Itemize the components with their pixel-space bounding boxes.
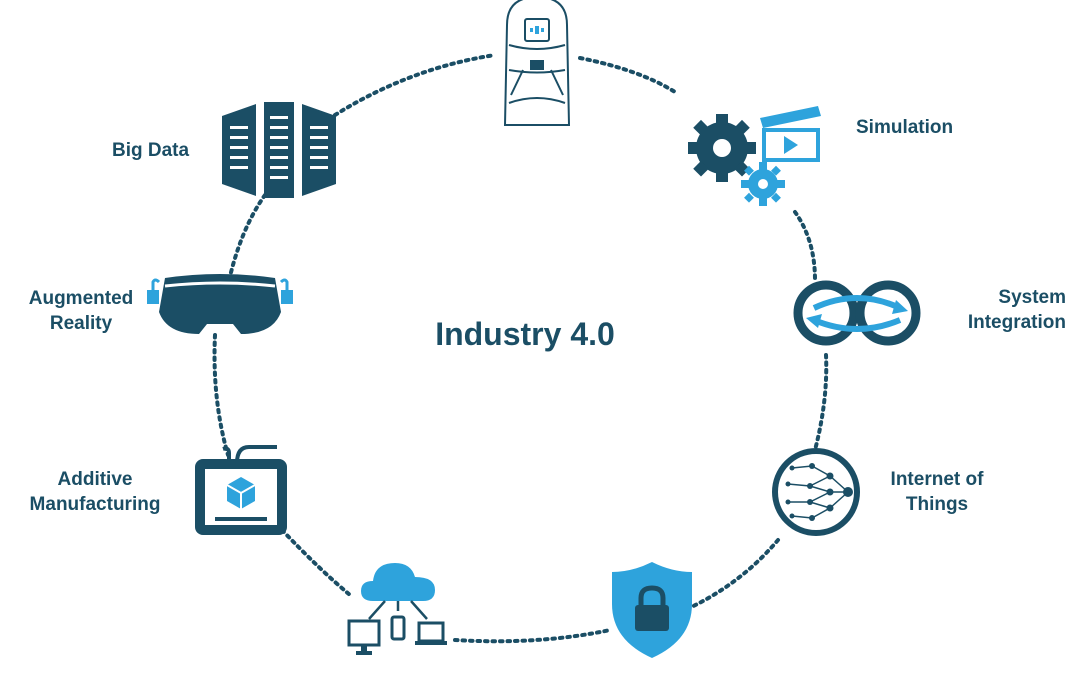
ring-segment [683,538,780,612]
label-line: Augmented [28,288,134,309]
label-text: Big Data [112,140,190,161]
label-simulation: Simulation [856,115,953,140]
cloud-devices-icon [347,563,447,655]
ring-segment [226,193,267,287]
robot-icon [503,0,571,126]
network-globe-icon [772,448,860,536]
ring-segment [578,56,677,94]
label-system-integration: System Integration [940,285,1066,335]
label-line: Internet of [890,469,984,490]
ring-segment [453,628,612,644]
label-line: Things [905,494,969,515]
label-line: System [998,287,1066,308]
ring-segment [793,210,817,282]
label-text: Simulation [856,117,954,138]
diagram-title: Industry 4.0 [435,316,615,352]
label-augmented-reality: Augmented Reality [8,286,154,336]
shield-lock-icon [612,562,692,658]
3d-printer-icon [195,445,287,535]
label-internet-of-things: Internet of Things [872,467,1002,517]
gear-video-icon [688,106,821,206]
ring-segment [280,528,352,597]
label-line: Reality [49,313,113,334]
label-line: Integration [967,312,1066,333]
label-line: Additive [57,469,133,490]
ring-segment [813,353,829,452]
ring-segment [333,53,497,117]
ar-headset-icon [147,274,293,334]
label-line: Manufacturing [29,494,161,515]
label-big-data: Big Data [112,138,189,163]
integration-arrows-icon [793,280,921,346]
ring-segment [212,333,230,457]
server-racks-icon [222,102,336,198]
label-additive-manufacturing: Additive Manufacturing [14,467,176,517]
